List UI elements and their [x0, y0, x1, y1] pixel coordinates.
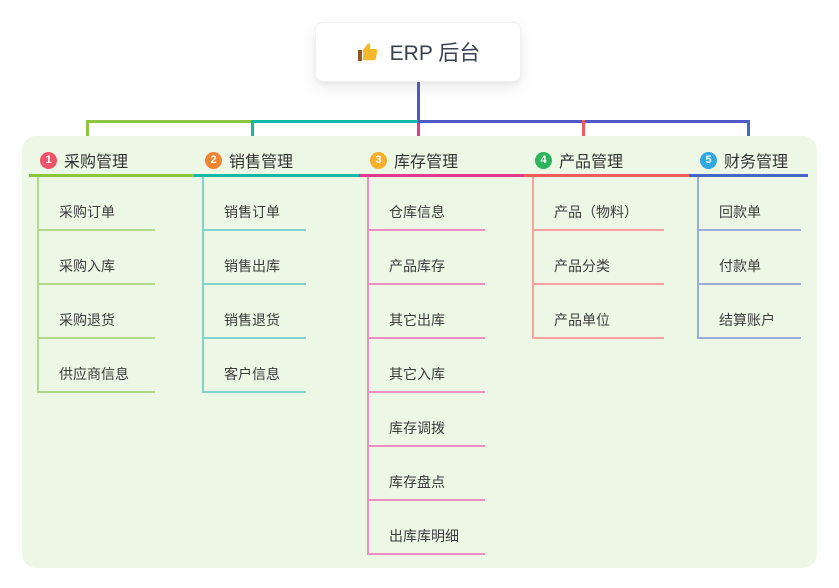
branch-label: 采购管理 — [64, 154, 129, 171]
mindmap-node-child[interactable]: 产品分类 — [534, 231, 664, 285]
branch-header-inventory[interactable]: 3 库存管理 — [359, 136, 524, 177]
mindmap-node-child[interactable]: 销售订单 — [204, 177, 306, 231]
root-connector-stem — [417, 82, 420, 123]
thumbs-up-icon — [357, 43, 377, 61]
branch-children-finance: 回款单付款单结算账户 — [697, 177, 801, 339]
branch-header-product[interactable]: 4 产品管理 — [524, 136, 689, 177]
branch-children-product: 产品（物料）产品分类产品单位 — [532, 177, 664, 339]
branch-children-inventory: 仓库信息产品库存其它出库其它入库库存调拨库存盘点出库库明细 — [367, 177, 485, 555]
branch-drop-purchase — [86, 120, 89, 148]
mindmap-node-child[interactable]: 销售退货 — [204, 285, 306, 339]
root-label: ERP 后台 — [389, 42, 481, 65]
mindmap-node-child[interactable]: 产品（物料） — [534, 177, 664, 231]
branch-purchase: 1 采购管理 采购订单采购入库采购退货供应商信息 — [29, 136, 194, 393]
mindmap-node-child[interactable]: 仓库信息 — [369, 177, 485, 231]
branch-finance: 5 财务管理 回款单付款单结算账户 — [689, 136, 808, 339]
root-node[interactable]: ERP 后台 — [315, 22, 521, 82]
mindmap-node-child[interactable]: 结算账户 — [699, 285, 801, 339]
badge-4: 4 — [535, 151, 552, 169]
mindmap-node-child[interactable]: 客户信息 — [204, 339, 306, 393]
branch-label: 库存管理 — [394, 154, 459, 171]
branch-label: 销售管理 — [229, 154, 294, 171]
mindmap-node-child[interactable]: 供应商信息 — [39, 339, 155, 393]
mindmap-node-child[interactable]: 其它出库 — [369, 285, 485, 339]
mindmap-node-child[interactable]: 出库库明细 — [369, 501, 485, 555]
branch-children-sales: 销售订单销售出库销售退货客户信息 — [202, 177, 306, 393]
branch-children-purchase: 采购订单采购入库采购退货供应商信息 — [37, 177, 155, 393]
badge-2: 2 — [205, 151, 222, 169]
branch-drop-inventory — [417, 123, 420, 148]
mindmap-node-child[interactable]: 产品单位 — [534, 285, 664, 339]
mindmap-node-child[interactable]: 采购订单 — [39, 177, 155, 231]
mindmap-node-child[interactable]: 库存调拨 — [369, 393, 485, 447]
branch-label: 产品管理 — [559, 154, 624, 171]
branch-header-purchase[interactable]: 1 采购管理 — [29, 136, 194, 177]
branch-product: 4 产品管理 产品（物料）产品分类产品单位 — [524, 136, 689, 339]
mindmap-node-child[interactable]: 其它入库 — [369, 339, 485, 393]
mindmap-node-child[interactable]: 付款单 — [699, 231, 801, 285]
branch-label: 财务管理 — [724, 154, 789, 171]
mindmap-node-child[interactable]: 产品库存 — [369, 231, 485, 285]
badge-1: 1 — [40, 151, 57, 169]
mindmap-node-child[interactable]: 回款单 — [699, 177, 801, 231]
connector-horizontal-mid — [253, 120, 418, 123]
branch-sales: 2 销售管理 销售订单销售出库销售退货客户信息 — [194, 136, 359, 393]
branch-drop-finance — [747, 120, 750, 148]
badge-5: 5 — [700, 151, 717, 169]
badge-3: 3 — [370, 151, 387, 169]
mindmap-panel: 1 采购管理 采购订单采购入库采购退货供应商信息 2 销售管理 销售订单销售出库… — [22, 136, 817, 568]
mindmap-node-child[interactable]: 库存盘点 — [369, 447, 485, 501]
mindmap-node-child[interactable]: 采购入库 — [39, 231, 155, 285]
mindmap-node-child[interactable]: 采购退货 — [39, 285, 155, 339]
mindmap-node-child[interactable]: 销售出库 — [204, 231, 306, 285]
branch-drop-product — [582, 120, 585, 148]
branch-header-sales[interactable]: 2 销售管理 — [194, 136, 359, 177]
branch-drop-sales — [251, 120, 254, 148]
branch-inventory: 3 库存管理 仓库信息产品库存其它出库其它入库库存调拨库存盘点出库库明细 — [359, 136, 524, 555]
branch-header-finance[interactable]: 5 财务管理 — [689, 136, 808, 177]
connector-horizontal-left — [86, 120, 253, 123]
